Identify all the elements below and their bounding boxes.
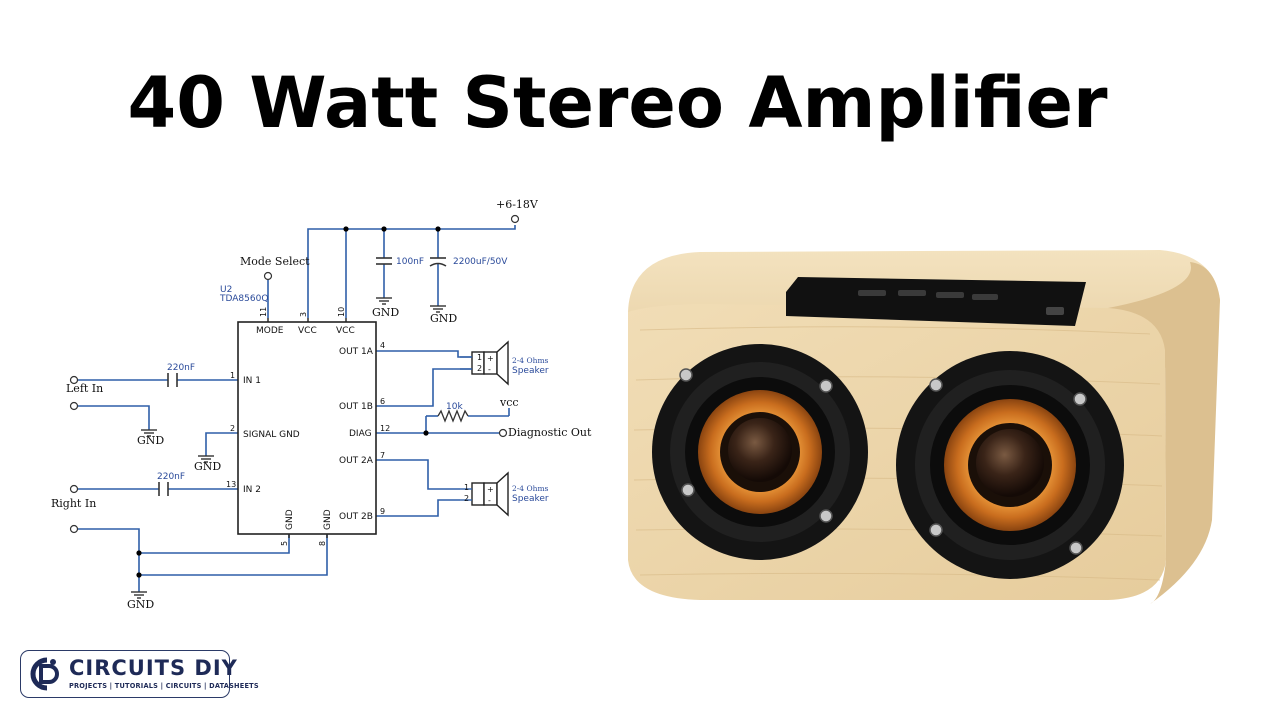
pin-gnd1-number: 5 <box>280 541 289 546</box>
gnd-symbol-4 <box>198 455 214 463</box>
speaker-1-pin2: 2 <box>477 364 482 373</box>
speaker-2-pin1: 1 <box>464 483 469 492</box>
right-gnd-wire <box>76 528 140 592</box>
pin-out2b-number: 9 <box>380 507 385 516</box>
pin-vcc2-name: VCC <box>336 326 355 336</box>
left-gnd-wire <box>76 405 150 430</box>
out1b-wire <box>376 368 472 407</box>
pin-mode-name: MODE <box>256 326 284 336</box>
pin-out2b-name: OUT 2B <box>339 512 373 522</box>
pin-diag-number: 12 <box>380 424 390 433</box>
pin-out2a-number: 7 <box>380 451 385 460</box>
left-in-terminal <box>69 375 79 385</box>
speaker-1-pin1: 1 <box>477 353 482 362</box>
gnd-label-3: GND <box>137 434 164 447</box>
gnd-label-5: GND <box>127 598 154 611</box>
pin-vcc1-name: VCC <box>298 326 317 336</box>
control-panel <box>786 277 1086 326</box>
ic-part-label: TDA8560Q <box>219 294 268 304</box>
pin-gnd2-number: 8 <box>318 541 327 546</box>
supply-terminal <box>510 214 520 224</box>
pin-signal-gnd-number: 2 <box>230 424 235 433</box>
gnd-label-1: GND <box>372 306 399 319</box>
speaker-2-plus: + <box>487 485 494 494</box>
gnd-symbol-2 <box>430 305 446 313</box>
left-gnd-terminal <box>69 401 79 411</box>
ic-ref-label: U2 <box>220 285 232 295</box>
speaker-2-label: Speaker <box>512 494 549 504</box>
gnd-label-2: GND <box>430 312 457 325</box>
speaker-1-ohms: 2-4 Ohms <box>512 356 549 365</box>
logo-tagline: PROJECTS | TUTORIALS | CIRCUITS | DATASH… <box>69 682 259 690</box>
left-driver <box>652 344 868 560</box>
logo-name: CIRCUITS DIY <box>69 656 238 680</box>
left-in-label: Left In <box>66 382 103 395</box>
gnd2-wire <box>139 535 328 576</box>
right-in-terminal <box>69 484 79 494</box>
cap-in2-label: 220nF <box>157 472 185 482</box>
gnd-symbol-1 <box>376 297 392 305</box>
supply-label: +6-18V <box>496 198 539 211</box>
speaker-2-symbol <box>471 471 509 517</box>
gnd1-wire <box>139 535 290 554</box>
pin-gnd1-name: GND <box>285 509 295 530</box>
supply-rail-wire <box>307 225 516 318</box>
pin-in2-name: IN 2 <box>243 485 261 495</box>
vcc-label: vcc <box>499 396 519 409</box>
circuits-diy-logo[interactable]: CIRCUITS DIY PROJECTS | TUTORIALS | CIRC… <box>20 650 259 698</box>
gnd-symbol-3 <box>141 429 157 437</box>
diagnostic-out-label: Diagnostic Out <box>508 426 592 439</box>
pin-gnd2-name: GND <box>323 509 333 530</box>
gnd-label-4: GND <box>194 460 221 473</box>
pin-out1a-name: OUT 1A <box>339 347 374 357</box>
mode-select-label: Mode Select <box>240 255 310 268</box>
speaker-2-ohms: 2-4 Ohms <box>512 484 549 493</box>
pin-signal-gnd-name: SIGNAL GND <box>243 430 300 440</box>
pin-in1-name: IN 1 <box>243 376 261 386</box>
gnd-symbol-5 <box>131 591 147 599</box>
pin-mode-number: 11 <box>259 307 268 317</box>
speaker-1-plus: + <box>487 354 494 363</box>
speaker-1-minus: - <box>488 365 491 374</box>
cap-in1-label: 220nF <box>167 363 195 373</box>
cap-100nf-label: 100nF <box>396 257 424 267</box>
out2b-wire <box>376 499 460 517</box>
pin-out2a-name: OUT 2A <box>339 456 374 466</box>
right-in-label: Right In <box>51 497 96 510</box>
speaker-1-label: Speaker <box>512 366 549 376</box>
ic-tda8560q <box>237 321 377 535</box>
page-title: 40 Watt Stereo Amplifier <box>127 62 1108 144</box>
speaker-1-symbol <box>471 340 509 386</box>
resistor-label: 10k <box>446 402 463 412</box>
speaker-2-pin2: 2 <box>464 494 469 503</box>
resistor-10k <box>437 409 469 423</box>
logo-mark-icon <box>30 657 59 691</box>
pin-in1-number: 1 <box>230 371 235 380</box>
out2a-wire <box>376 459 460 490</box>
pin-out1b-name: OUT 1B <box>339 402 373 412</box>
right-gnd-terminal <box>69 524 79 534</box>
speaker-side-face <box>1108 262 1220 604</box>
pin-out1a-number: 4 <box>380 341 385 350</box>
right-driver <box>896 351 1124 579</box>
speaker-2-minus: - <box>488 496 491 505</box>
cap-2200uf-label: 2200uF/50V <box>453 257 508 267</box>
amplifier-schematic: +6-18V Mode Select Left In Right In Diag… <box>51 198 592 611</box>
pin-out1b-number: 6 <box>380 397 385 406</box>
pin-vcc2-number: 10 <box>337 307 346 317</box>
pin-diag-name: DIAG <box>349 429 372 439</box>
mode-terminal <box>263 271 273 281</box>
diag-out-terminal <box>498 428 508 438</box>
pin-vcc1-number: 3 <box>299 312 308 317</box>
pin-in2-number: 13 <box>226 480 236 489</box>
signal-gnd-wire <box>205 432 238 456</box>
